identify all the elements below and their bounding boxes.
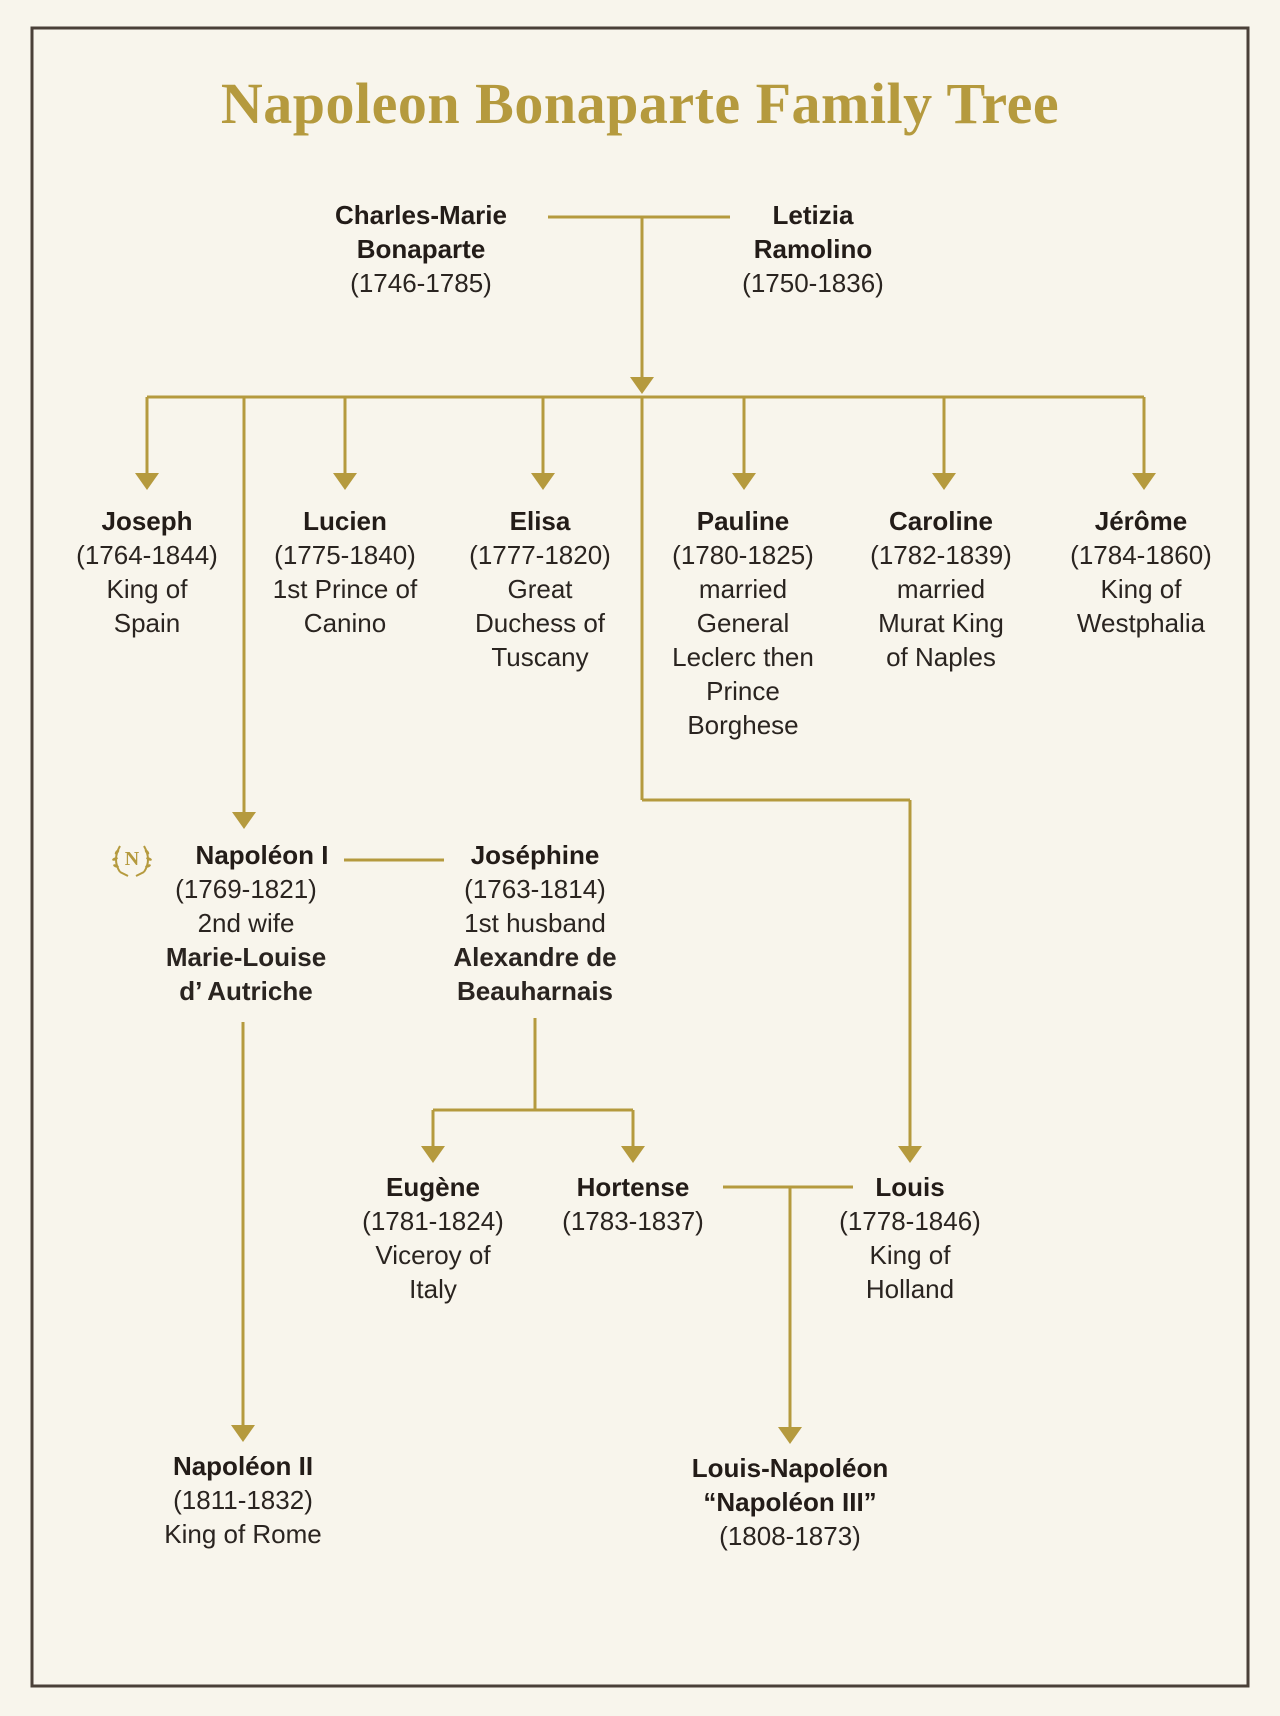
- person-note: Prince: [706, 676, 780, 706]
- person-note: King of Rome: [164, 1519, 322, 1549]
- person-name: Joseph: [101, 506, 193, 536]
- person-pauline: Pauline (1780-1825) married General Lecl…: [653, 504, 833, 742]
- arrow-parents: [630, 377, 654, 394]
- person-josephine: Joséphine (1763-1814) 1st husband Alexan…: [425, 838, 645, 1008]
- person-name: Napoléon II: [172, 1451, 314, 1481]
- person-note: Spain: [113, 608, 181, 638]
- person-napoleon-iii: Louis-Napoléon “Napoléon III” (1808-1873…: [660, 1451, 920, 1553]
- person-jerome: Jérôme (1784-1860) King of Westphalia: [1051, 504, 1231, 640]
- person-note: Holland: [865, 1274, 955, 1304]
- person-name: Louis-Napoléon: [691, 1453, 889, 1483]
- arrow-napoleon2: [231, 1425, 255, 1442]
- person-dates: (1781-1824): [362, 1206, 504, 1236]
- person-elisa: Elisa (1777-1820) Great Duchess of Tusca…: [450, 504, 630, 674]
- person-dates: (1784-1860): [1070, 540, 1212, 570]
- person-dates: (1780-1825): [672, 540, 814, 570]
- person-note: Viceroy of: [375, 1240, 491, 1270]
- arrow-napoleon3: [778, 1427, 802, 1444]
- person-name: Louis: [875, 1172, 945, 1202]
- person-dates: (1778-1846): [839, 1206, 981, 1236]
- person-note: Italy: [409, 1274, 457, 1304]
- person-note: Borghese: [687, 710, 799, 740]
- person-note: King of: [1100, 574, 1182, 604]
- person-napoleon-i: Napoléon I (1769-1821) 2nd wife Marie-Lo…: [146, 838, 346, 1008]
- arrow-lucien: [333, 473, 357, 490]
- spouse-name: Beauharnais: [456, 976, 614, 1006]
- person-note: Tuscany: [491, 642, 589, 672]
- frame-border: [30, 26, 1250, 1688]
- person-name: Pauline: [696, 506, 790, 536]
- person-note: Leclerc then: [672, 642, 814, 672]
- person-note: King of: [106, 574, 188, 604]
- person-note: married: [896, 574, 986, 604]
- person-note: of Naples: [886, 642, 996, 672]
- person-name: Bonaparte: [356, 234, 486, 264]
- person-name: Jérôme: [1094, 506, 1188, 536]
- arrow-pauline: [732, 473, 756, 490]
- person-name: Lucien: [303, 506, 387, 536]
- person-name: Hortense: [576, 1172, 690, 1202]
- person-dates: (1764-1844): [76, 540, 218, 570]
- person-note: King of: [869, 1240, 951, 1270]
- person-name: Napoléon I: [195, 840, 329, 870]
- person-louis: Louis (1778-1846) King of Holland: [820, 1170, 1000, 1306]
- person-name: Letizia: [772, 200, 854, 230]
- person-lucien: Lucien (1775-1840) 1st Prince of Canino: [250, 504, 440, 640]
- person-dates: (1783-1837): [562, 1206, 704, 1236]
- arrow-eugene: [421, 1146, 445, 1163]
- person-note: Westphalia: [1076, 608, 1206, 638]
- page-title: Napoleon Bonaparte Family Tree: [220, 71, 1060, 136]
- person-dates: (1763-1814): [464, 874, 606, 904]
- person-name: Ramolino: [753, 234, 873, 264]
- spouse-name: d’ Autriche: [179, 976, 313, 1006]
- person-dates: (1750-1836): [742, 268, 884, 298]
- person-note: Great: [507, 574, 573, 604]
- spouse-name: Alexandre de: [453, 942, 617, 972]
- person-dates: (1811-1832): [173, 1485, 313, 1515]
- person-dates: (1769-1821): [175, 874, 317, 904]
- arrow-louis: [898, 1146, 922, 1163]
- person-dates: (1746-1785): [350, 268, 492, 298]
- person-note: 2nd wife: [197, 908, 295, 938]
- person-note: Canino: [303, 608, 387, 638]
- arrow-hortense: [621, 1146, 645, 1163]
- person-caroline: Caroline (1782-1839) married Murat King …: [851, 504, 1031, 674]
- person-dates: (1808-1873): [719, 1521, 861, 1551]
- arrow-caroline: [932, 473, 956, 490]
- person-dates: (1775-1840): [274, 540, 416, 570]
- emblem-letter: N: [125, 848, 140, 870]
- person-hortense: Hortense (1783-1837): [543, 1170, 723, 1238]
- person-name: Caroline: [888, 506, 994, 536]
- person-alias: “Napoléon III”: [703, 1487, 877, 1517]
- person-note: married: [698, 574, 788, 604]
- person-napoleon-ii: Napoléon II (1811-1832) King of Rome: [133, 1449, 353, 1551]
- napoleon-n-laurel-icon: N: [112, 845, 152, 877]
- arrow-napoleon: [232, 812, 256, 829]
- person-name: Joséphine: [470, 840, 600, 870]
- person-letizia: Letizia Ramolino (1750-1836): [718, 198, 908, 300]
- person-dates: (1782-1839): [870, 540, 1012, 570]
- person-note: Duchess of: [474, 608, 606, 638]
- person-name: Eugène: [386, 1172, 480, 1202]
- person-note: Murat King: [878, 608, 1004, 638]
- person-dates: (1777-1820): [469, 540, 611, 570]
- person-note: 1st Prince of: [272, 574, 418, 604]
- person-charles-marie: Charles-Marie Bonaparte (1746-1785): [311, 198, 531, 300]
- person-name: Elisa: [509, 506, 571, 536]
- arrow-joseph: [135, 473, 159, 490]
- person-joseph: Joseph (1764-1844) King of Spain: [57, 504, 237, 640]
- arrow-jerome: [1132, 473, 1156, 490]
- arrow-elisa: [531, 473, 555, 490]
- person-eugene: Eugène (1781-1824) Viceroy of Italy: [343, 1170, 523, 1306]
- person-note: General: [696, 608, 790, 638]
- person-note: 1st husband: [464, 908, 606, 938]
- person-name: Charles-Marie: [335, 200, 507, 230]
- spouse-name: Marie-Louise: [165, 942, 327, 972]
